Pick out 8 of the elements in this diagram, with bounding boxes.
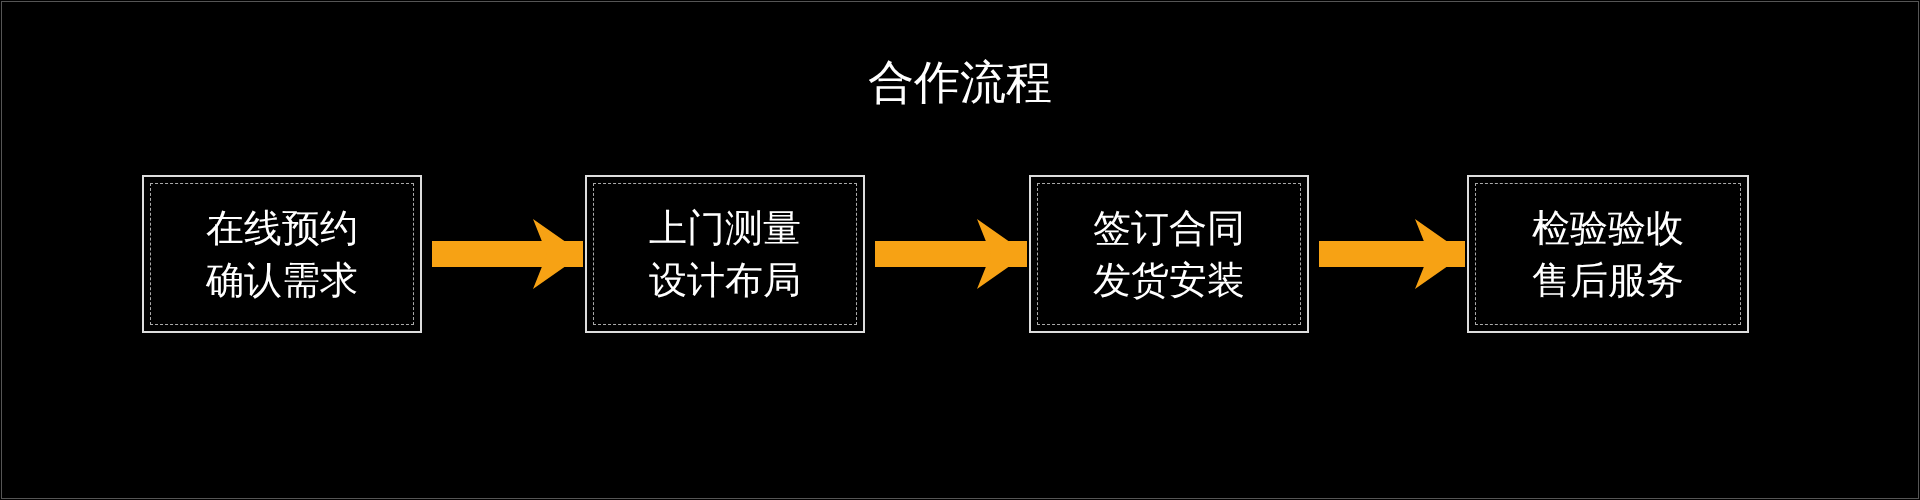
arrow (875, 219, 1027, 289)
title: 合作流程 (867, 54, 1053, 111)
process-box: 签订合同发货安装 (1029, 175, 1309, 333)
process-box: 上门测量设计布局 (585, 175, 865, 333)
arrow (1319, 219, 1465, 289)
process-box: 检验验收售后服务 (1467, 175, 1749, 333)
arrow (432, 219, 583, 289)
process-box: 在线预约确认需求 (142, 175, 422, 333)
